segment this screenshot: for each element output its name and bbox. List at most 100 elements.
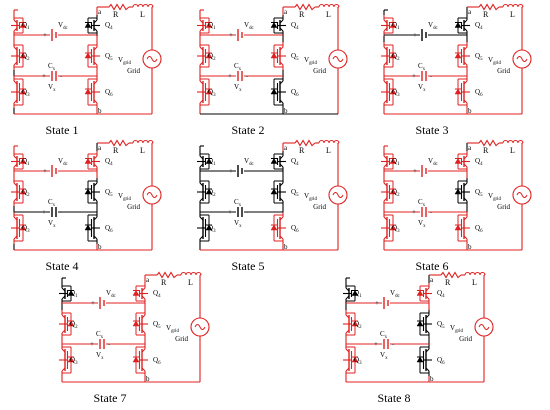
label-q1: Q1 bbox=[392, 21, 400, 31]
label-node-b: b bbox=[284, 107, 288, 115]
label-cx-minus: - bbox=[108, 340, 111, 348]
igbt-q6 bbox=[84, 212, 100, 244]
igbt-q2 bbox=[343, 310, 359, 338]
label-node-b: b bbox=[430, 375, 434, 383]
label-vdc: Vdc bbox=[428, 157, 439, 167]
label-node-a: a bbox=[98, 8, 102, 16]
label-vdc-plus: + bbox=[43, 167, 47, 175]
igbt-q4 bbox=[270, 151, 286, 172]
label-cx-minus: - bbox=[246, 208, 249, 216]
label-cx: Cx bbox=[96, 330, 104, 340]
label-q5: Q5 bbox=[105, 188, 113, 198]
label-q3: Q3 bbox=[208, 88, 216, 98]
label-vdc-plus: + bbox=[375, 299, 379, 307]
label-vx: Vx bbox=[418, 83, 426, 93]
igbt-q3 bbox=[59, 344, 75, 376]
state-title: State 2 bbox=[232, 123, 265, 137]
label-cx-minus: - bbox=[430, 72, 433, 80]
label-r: R bbox=[299, 10, 305, 19]
label-l: L bbox=[140, 10, 145, 19]
igbt-q6 bbox=[132, 344, 148, 376]
label-node-a: a bbox=[468, 8, 472, 16]
label-vdc-plus: + bbox=[91, 299, 95, 307]
label-vdc-plus: + bbox=[413, 167, 417, 175]
label-q6: Q6 bbox=[291, 88, 299, 98]
label-node-b: b bbox=[98, 107, 102, 115]
label-cx-plus: + bbox=[374, 340, 378, 348]
igbt-q5 bbox=[270, 178, 286, 206]
label-grid: Grid bbox=[313, 203, 326, 211]
label-node-b: b bbox=[146, 375, 150, 383]
igbt-q4 bbox=[454, 151, 470, 172]
label-q4: Q4 bbox=[153, 289, 161, 299]
label-cx-plus: + bbox=[90, 340, 94, 348]
label-q3: Q3 bbox=[22, 224, 30, 234]
label-q6: Q6 bbox=[105, 224, 113, 234]
igbt-q4 bbox=[132, 283, 148, 304]
label-vgrid: Vgrid bbox=[450, 324, 463, 334]
label-q6: Q6 bbox=[475, 88, 483, 98]
label-q1: Q1 bbox=[70, 289, 78, 299]
label-cx: Cx bbox=[418, 62, 426, 72]
label-q1: Q1 bbox=[22, 157, 30, 167]
label-q1: Q1 bbox=[208, 21, 216, 31]
label-r: R bbox=[113, 10, 119, 19]
label-q2: Q2 bbox=[70, 320, 78, 330]
label-r: R bbox=[445, 278, 451, 287]
label-node-b: b bbox=[468, 243, 472, 251]
label-node-b: b bbox=[468, 107, 472, 115]
igbt-q5 bbox=[132, 310, 148, 338]
label-cx-plus: + bbox=[412, 208, 416, 216]
state-title: State 7 bbox=[94, 391, 127, 405]
igbt-q3 bbox=[197, 212, 213, 244]
label-cx: Cx bbox=[234, 62, 242, 72]
label-q2: Q2 bbox=[208, 52, 216, 62]
label-cx: Cx bbox=[380, 330, 388, 340]
label-vx: Vx bbox=[234, 83, 242, 93]
igbt-q2 bbox=[197, 178, 213, 206]
igbt-q2 bbox=[11, 42, 27, 70]
label-vx: Vx bbox=[96, 351, 104, 361]
label-vgrid: Vgrid bbox=[118, 192, 131, 202]
label-vdc: Vdc bbox=[106, 289, 117, 299]
label-vdc: Vdc bbox=[244, 157, 255, 167]
label-q2: Q2 bbox=[354, 320, 362, 330]
label-grid: Grid bbox=[497, 67, 510, 75]
label-l: L bbox=[188, 278, 193, 287]
label-q3: Q3 bbox=[70, 356, 78, 366]
label-q4: Q4 bbox=[437, 289, 445, 299]
label-vdc-plus: + bbox=[229, 167, 233, 175]
label-cx-minus: - bbox=[60, 208, 63, 216]
label-q2: Q2 bbox=[392, 52, 400, 62]
label-q4: Q4 bbox=[105, 157, 113, 167]
label-grid: Grid bbox=[127, 67, 140, 75]
label-vx: Vx bbox=[48, 83, 56, 93]
label-r: R bbox=[483, 10, 489, 19]
label-r: R bbox=[483, 146, 489, 155]
label-cx-minus: - bbox=[392, 340, 395, 348]
label-q3: Q3 bbox=[22, 88, 30, 98]
label-q4: Q4 bbox=[475, 21, 483, 31]
label-q1: Q1 bbox=[22, 21, 30, 31]
label-r: R bbox=[161, 278, 167, 287]
label-vgrid: Vgrid bbox=[304, 56, 317, 66]
label-node-a: a bbox=[284, 144, 288, 152]
label-grid: Grid bbox=[127, 203, 140, 211]
label-q2: Q2 bbox=[208, 188, 216, 198]
igbt-q6 bbox=[454, 212, 470, 244]
state-title: State 8 bbox=[378, 391, 411, 405]
label-vgrid: Vgrid bbox=[118, 56, 131, 66]
label-q1: Q1 bbox=[208, 157, 216, 167]
label-grid: Grid bbox=[497, 203, 510, 211]
state-title: State 1 bbox=[46, 123, 79, 137]
igbt-q3 bbox=[11, 76, 27, 108]
label-vgrid: Vgrid bbox=[488, 192, 501, 202]
igbt-q3 bbox=[381, 76, 397, 108]
label-grid: Grid bbox=[175, 335, 188, 343]
label-vdc: Vdc bbox=[244, 21, 255, 31]
igbt-q4 bbox=[84, 15, 100, 36]
